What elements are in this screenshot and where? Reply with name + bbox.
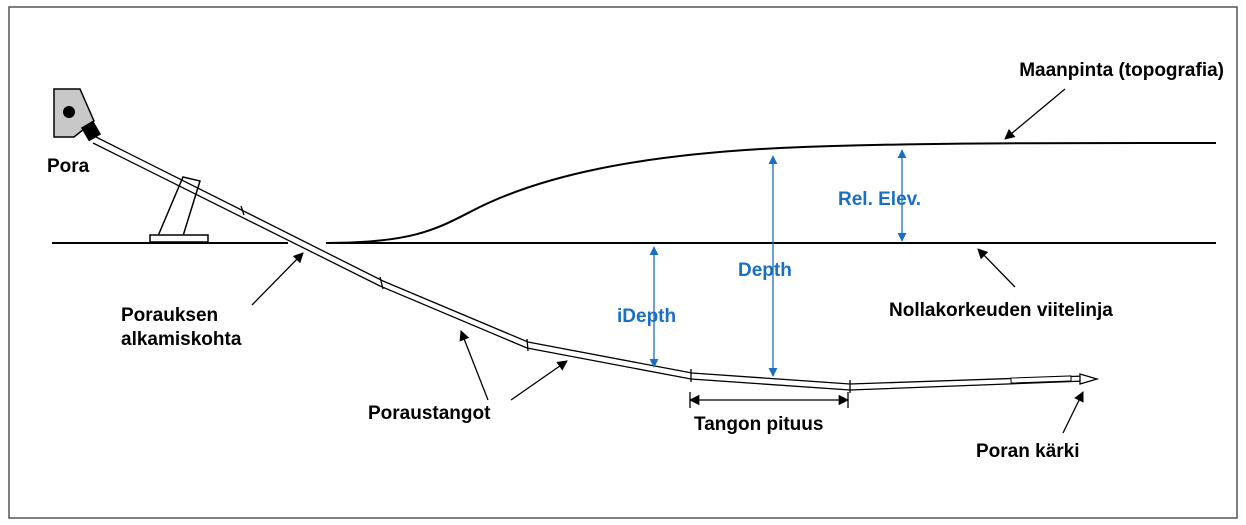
drill-rods-label: Poraustangot [368,403,491,424]
entry-leader [251,252,304,306]
reference-line-label: Nollakorkeuden viitelinja [889,300,1113,321]
drill-base-icon [149,234,209,243]
drill-chuck-icon [80,120,102,142]
rods-leader-2 [510,360,568,401]
drill-string-lower [92,142,1086,391]
rod-length-label: Tangon pituus [694,414,823,435]
drill-tip-label: Poran kärki [976,441,1080,462]
rods-leader-1 [459,330,489,401]
drill-string-upper [95,136,1086,385]
diagram-frame [8,6,1238,519]
tip-leader [1062,391,1084,434]
rel-elev-label: Rel. Elev. [838,189,921,210]
drill-string [92,136,1100,393]
drill-head-dot [63,106,75,118]
rod-joint [240,205,245,216]
reference-leader [977,248,1016,288]
entry-label-line2: alkamiskohta [121,329,242,350]
drill-label: Pora [47,156,90,177]
entry-label-line1: Porauksen [121,305,218,326]
rod-joint [526,338,529,352]
topography-leader [1004,88,1066,140]
topography-label: Maanpinta (topografia) [1019,60,1224,81]
depth-label: Depth [738,260,792,281]
drill-sonde-icon [1010,375,1072,384]
rod-joint [379,276,384,290]
drill-tip-icon [1079,373,1100,385]
topography-curve [325,142,1217,244]
idepth-label: iDepth [617,306,676,327]
